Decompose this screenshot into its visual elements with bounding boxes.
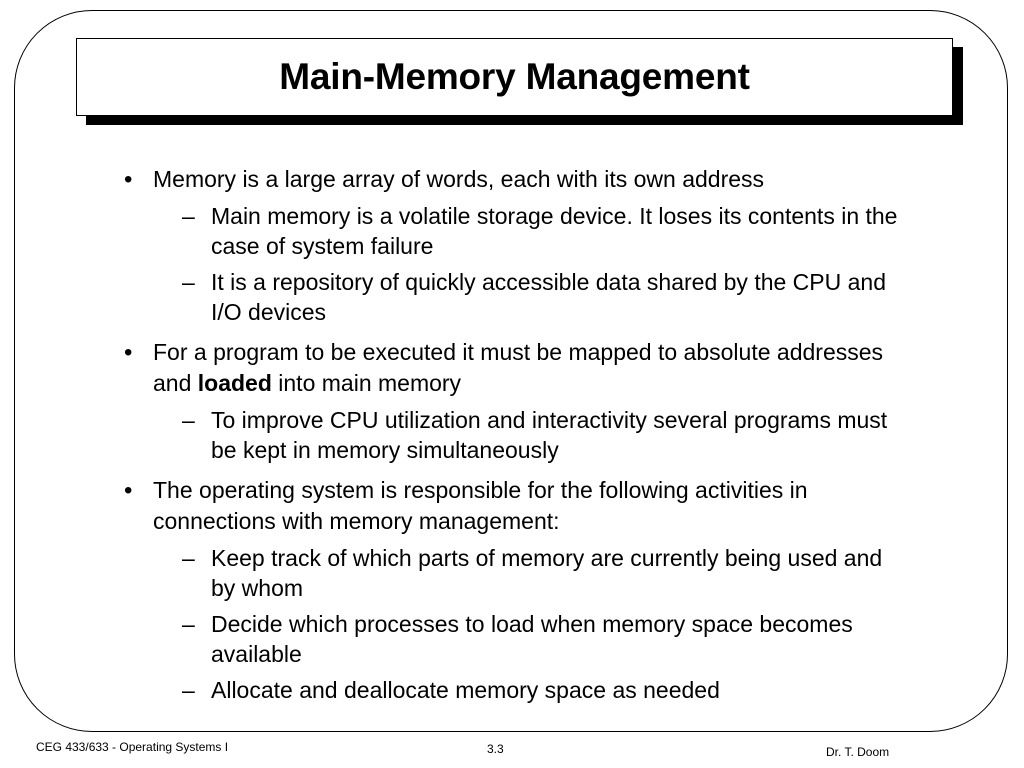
footer-course: CEG 433/633 - Operating Systems I [36,740,229,754]
bullet-item: • For a program to be executed it must b… [120,337,910,399]
bullet-marker: • [124,166,133,193]
sub-marker: – [182,611,195,637]
slide-title: Main-Memory Management [279,56,750,97]
sub-marker: – [182,677,195,703]
sub-text: To improve CPU utilization and interacti… [211,407,888,463]
bullet-marker: • [124,477,133,504]
sub-item: – Keep track of which parts of memory ar… [120,543,910,603]
footer-slide-number: 3.3 [487,742,504,756]
sub-item: – It is a repository of quickly accessib… [120,267,910,327]
title-box: Main-Memory Management [76,38,953,116]
bullet-item: • The operating system is responsible fo… [120,475,910,537]
bullet-text-part: For a program to be executed it must be … [153,339,884,396]
sub-item: – Decide which processes to load when me… [120,609,910,669]
bullet-text-bold: loaded [197,370,272,396]
sub-text: Allocate and deallocate memory space as … [211,677,720,703]
sub-text: It is a repository of quickly accessible… [211,269,887,325]
slide-content: • Memory is a large array of words, each… [120,164,910,715]
sub-item: – Main memory is a volatile storage devi… [120,201,910,261]
bullet-text: Memory is a large array of words, each w… [153,166,765,192]
sub-list: – To improve CPU utilization and interac… [120,405,910,465]
sub-marker: – [182,269,195,295]
sub-item: – Allocate and deallocate memory space a… [120,675,910,705]
bullet-text-part: into main memory [271,370,462,396]
sub-item: – To improve CPU utilization and interac… [120,405,910,465]
sub-text: Decide which processes to load when memo… [211,611,853,667]
slide-frame [14,10,1008,732]
sub-list: – Keep track of which parts of memory ar… [120,543,910,705]
bullet-text: The operating system is responsible for … [153,477,808,534]
bullet-item: • Memory is a large array of words, each… [120,164,910,195]
sub-marker: – [182,545,195,571]
bullet-text: For a program to be executed it must be … [153,339,883,396]
sub-marker: – [182,203,195,229]
bullet-marker: • [124,339,133,366]
footer-author: Dr. T. Doom [826,745,890,759]
sub-list: – Main memory is a volatile storage devi… [120,201,910,327]
sub-text: Keep track of which parts of memory are … [211,545,883,601]
sub-text: Main memory is a volatile storage device… [211,203,898,259]
sub-marker: – [182,407,195,433]
